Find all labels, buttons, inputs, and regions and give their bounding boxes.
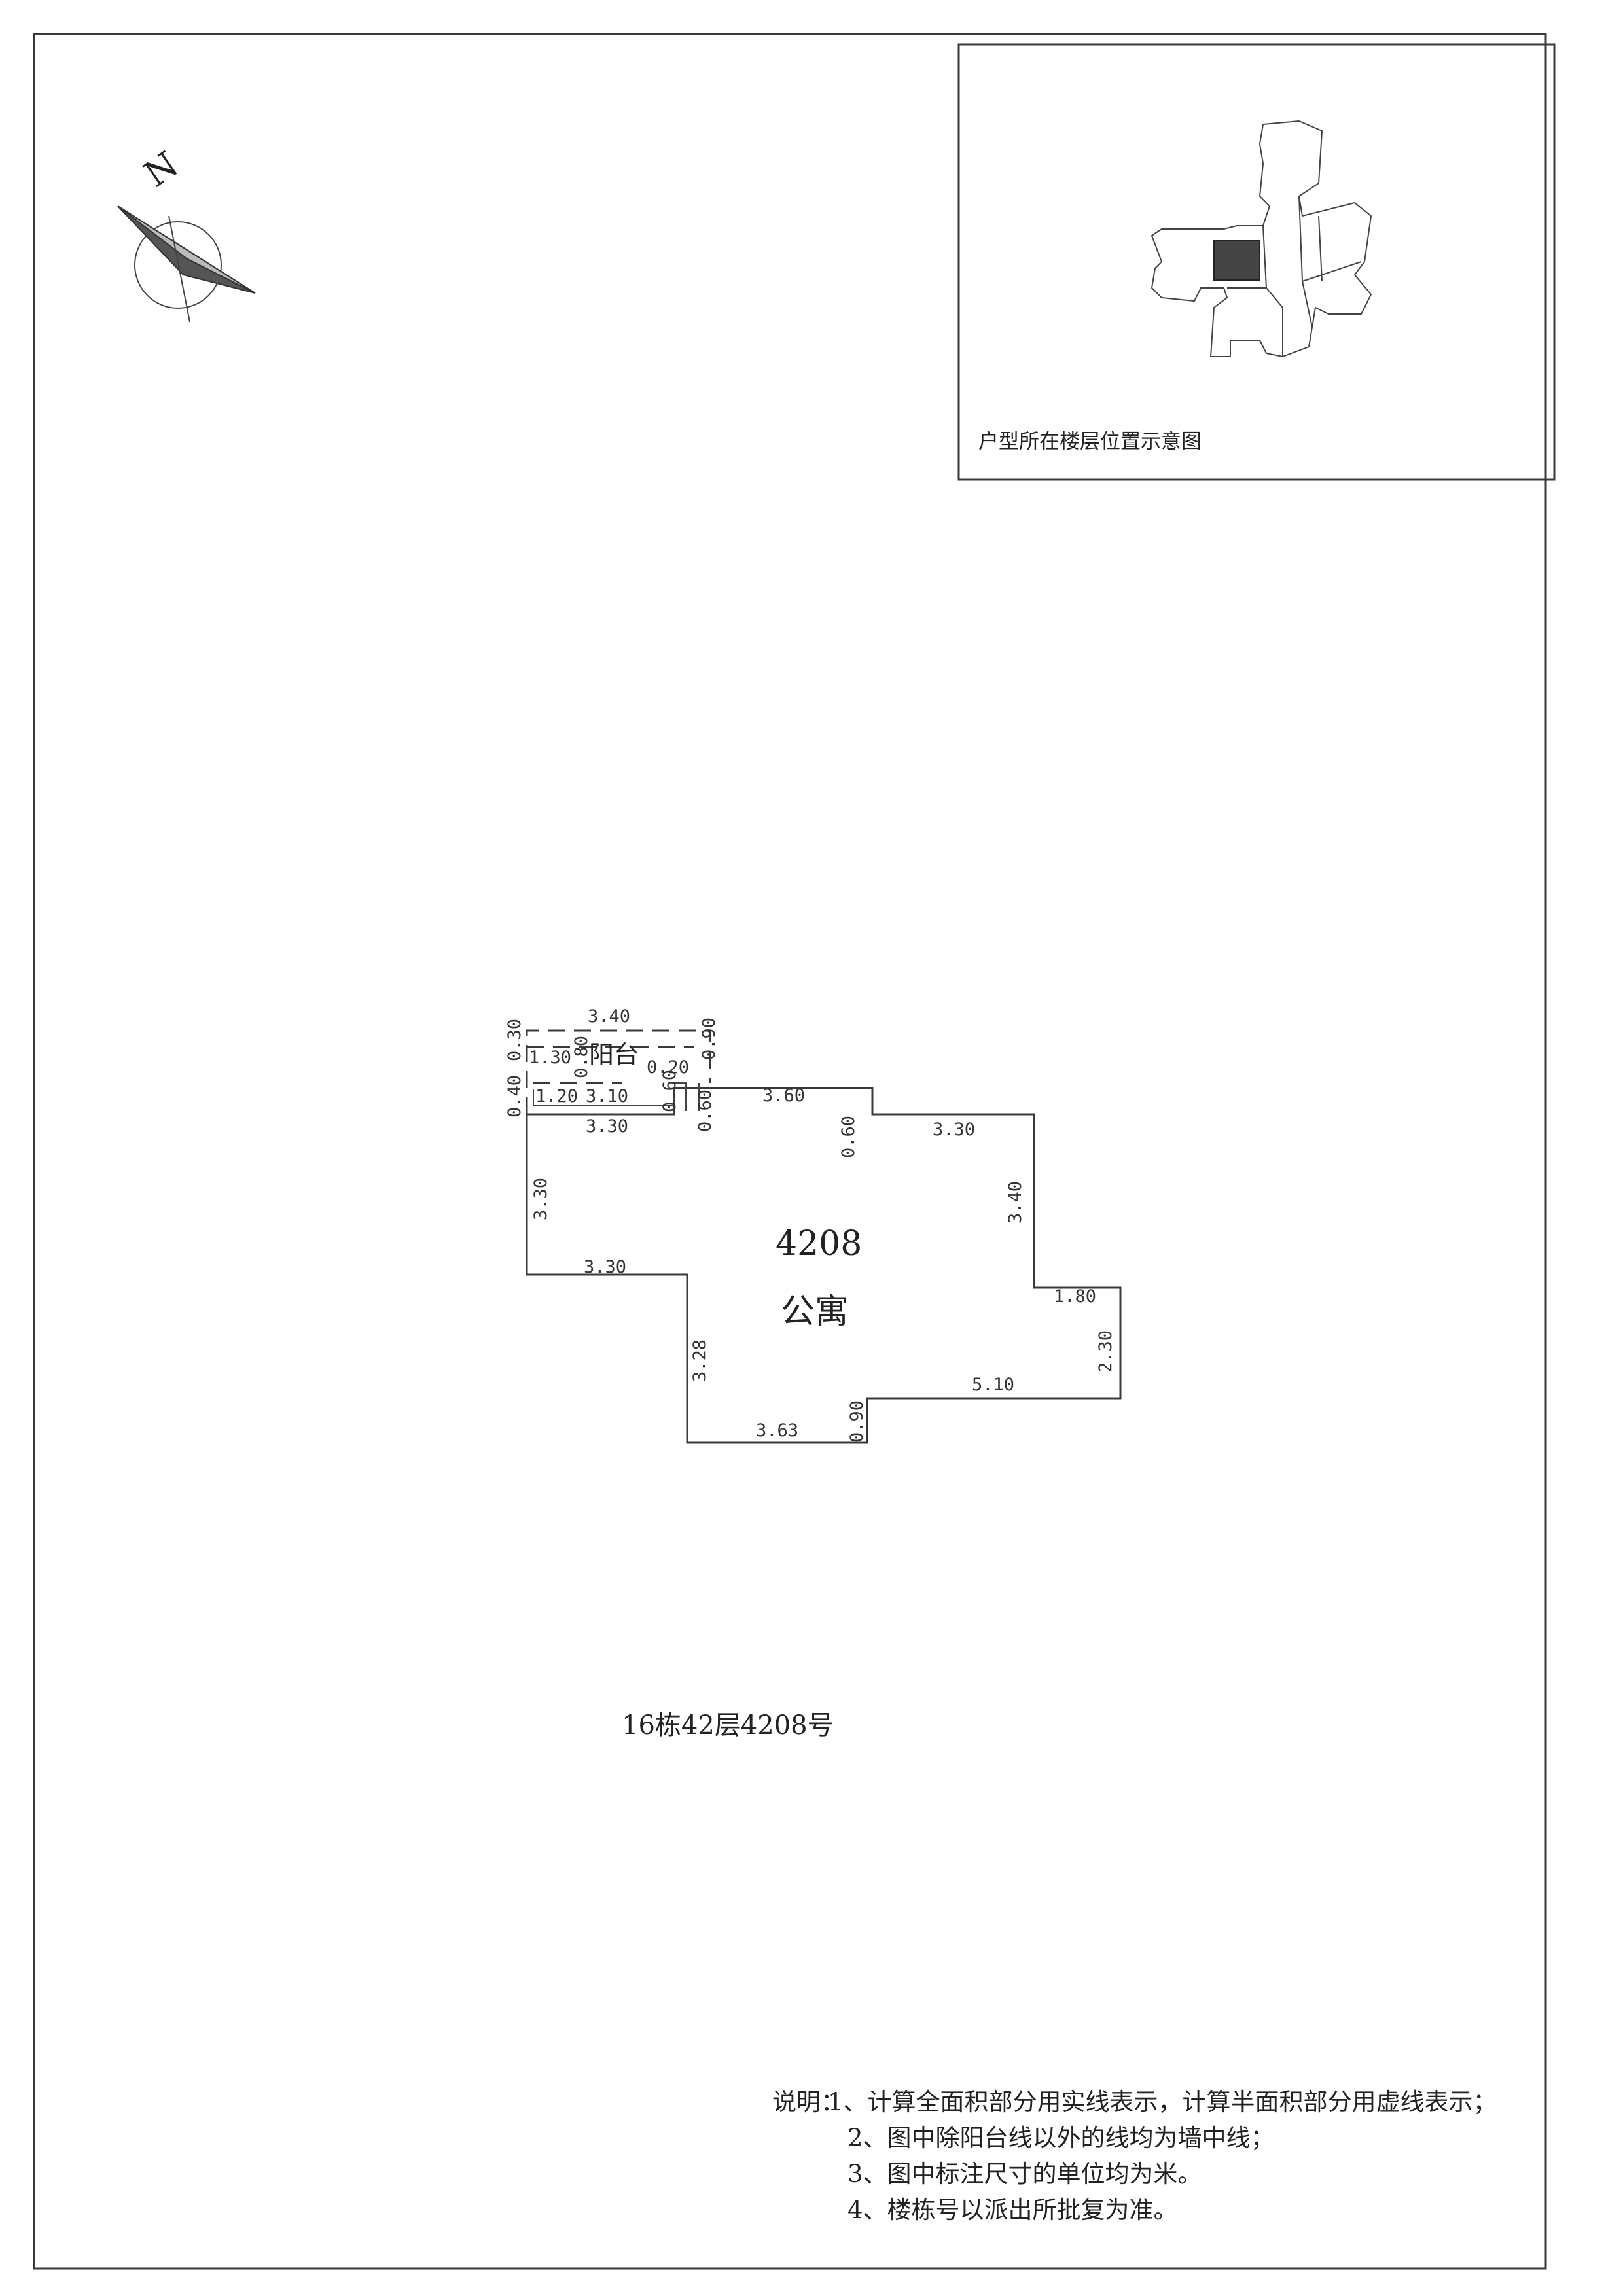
dim-wall-step-vertical: 0.60 bbox=[660, 1070, 680, 1112]
dim-wall-step-mid: 3.10 bbox=[586, 1086, 628, 1106]
dim-top-left-run: 3.30 bbox=[586, 1116, 628, 1137]
dim-wall-step-vertical-2: 0.60 bbox=[695, 1089, 715, 1132]
dim-balcony-inner-vertical: 0.80 bbox=[571, 1036, 592, 1078]
dim-wall-left-offset: 0.40 bbox=[505, 1075, 525, 1118]
balcony-label: 阳台 bbox=[589, 1040, 639, 1069]
balcony-outline bbox=[526, 1029, 711, 1114]
dim-bottom-run: 3.63 bbox=[756, 1421, 798, 1441]
dim-left-bottom-run: 3.30 bbox=[584, 1257, 626, 1277]
dim-bottom-right-run: 5.10 bbox=[972, 1375, 1014, 1395]
north-arrow-icon: N bbox=[117, 143, 256, 323]
unit-address: 16栋42层4208号 bbox=[622, 1710, 834, 1740]
highlighted-unit-marker bbox=[1213, 240, 1260, 281]
dim-wall-step-left: 1.20 bbox=[535, 1086, 578, 1106]
unit-outline bbox=[526, 1087, 1122, 1444]
note-item-2: 2、图中除阳台线以外的线均为墙中线； bbox=[847, 2124, 1275, 2152]
drawing-frame bbox=[33, 33, 1547, 2270]
building-outline bbox=[1150, 120, 1372, 358]
dim-right-step-run: 1.80 bbox=[1054, 1286, 1096, 1307]
dim-left-height: 3.30 bbox=[531, 1178, 551, 1220]
dim-balcony-inner-left: 1.30 bbox=[529, 1048, 571, 1068]
unit-number: 4208 bbox=[776, 1224, 862, 1263]
note-item-3: 3、图中标注尺寸的单位均为米。 bbox=[847, 2160, 1202, 2188]
note-item-1: 1、计算全面积部分用实线表示，计算半面积部分用虚线表示； bbox=[828, 2088, 1497, 2116]
dim-balcony-step-width: 0.20 bbox=[647, 1057, 689, 1078]
location-inset-caption: 户型所在楼层位置示意图 bbox=[978, 430, 1202, 453]
notes-block: 说明： 1、计算全面积部分用实线表示，计算半面积部分用虚线表示； 2、图中除阳台… bbox=[772, 2088, 1497, 2224]
dim-lower-left-height: 3.28 bbox=[690, 1339, 710, 1382]
dim-right-step-height: 2.30 bbox=[1096, 1330, 1116, 1373]
unit-use-label: 公寓 bbox=[781, 1292, 849, 1332]
north-label: N bbox=[137, 143, 186, 195]
location-inset: 户型所在楼层位置示意图 bbox=[957, 43, 1556, 481]
dim-balcony-width-top: 3.40 bbox=[588, 1006, 630, 1027]
dim-bottom-step-height: 0.90 bbox=[847, 1400, 867, 1443]
dim-balcony-right-depth: 0.90 bbox=[699, 1017, 719, 1060]
dim-top-right-run: 3.30 bbox=[933, 1120, 975, 1140]
dim-balcony-left-depth: 0.30 bbox=[505, 1019, 525, 1061]
dim-top-right-drop: 0.60 bbox=[838, 1116, 859, 1158]
dim-right-height: 3.40 bbox=[1005, 1181, 1026, 1224]
note-item-4: 4、楼栋号以派出所批复为准。 bbox=[847, 2196, 1178, 2224]
notes-heading: 说明： bbox=[772, 2088, 845, 2116]
dim-top-mid-run: 3.60 bbox=[762, 1086, 805, 1106]
